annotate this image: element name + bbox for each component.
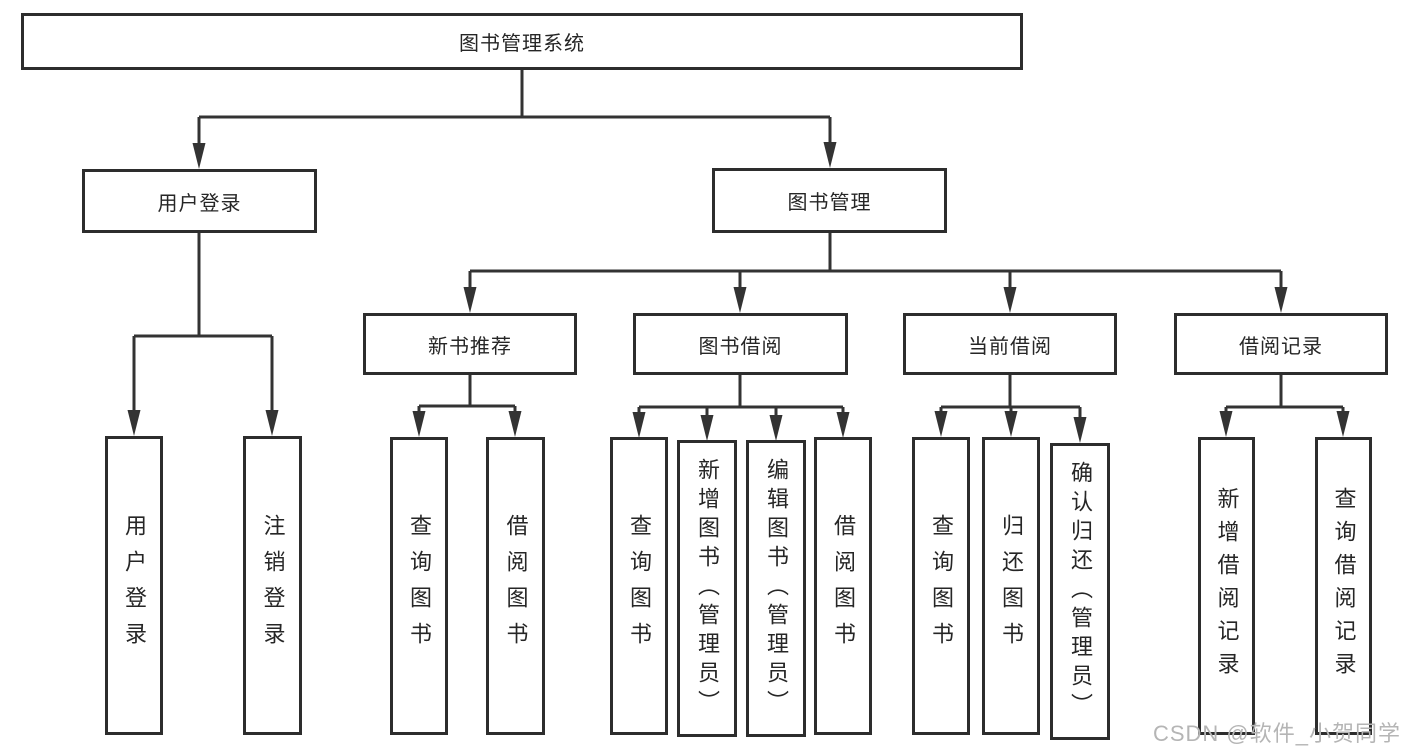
node-current-confirm-return-admin: 确认归还（管理员） — [1050, 443, 1110, 740]
node-recommend-query-books: 查询图书 — [390, 437, 448, 735]
connector-bookborrow-to-children — [632, 375, 850, 441]
node-label: 确认归还（管理员） — [1068, 461, 1093, 722]
node-borrow-add-books-admin: 新增图书（管理员） — [677, 440, 737, 737]
node-borrow-borrow-books: 借阅图书 — [814, 437, 872, 735]
node-book-management: 图书管理 — [712, 168, 947, 233]
node-label: 图书管理 — [787, 192, 872, 214]
node-library-management-system: 图书管理系统 — [21, 13, 1023, 70]
node-label: 用户登录 — [122, 513, 147, 658]
node-user-login-action: 用户登录 — [105, 436, 163, 735]
node-current-borrow: 当前借阅 — [903, 313, 1117, 375]
node-borrow-records: 借阅记录 — [1174, 313, 1388, 375]
node-label: 编辑图书（管理员） — [764, 458, 789, 719]
node-label: 借阅图书 — [503, 514, 529, 658]
node-label: 查询图书 — [407, 514, 432, 658]
connector-records-to-children — [1219, 375, 1350, 437]
watermark: CSDN @软件_小贺同学 — [1152, 721, 1401, 746]
node-borrow-edit-books-admin: 编辑图书（管理员） — [746, 440, 806, 737]
node-label: 借阅记录 — [1239, 335, 1323, 358]
node-label: 借阅图书 — [831, 514, 856, 658]
node-label: 查询图书 — [929, 514, 954, 658]
node-user-login: 用户登录 — [82, 169, 317, 233]
node-label: 新增图书（管理员） — [695, 458, 720, 719]
node-logout-action: 注销登录 — [243, 436, 302, 735]
node-label: 用户登录 — [157, 192, 242, 215]
connector-newbook-to-children — [412, 375, 522, 437]
connector-currentborrow-to-children — [934, 375, 1087, 443]
connector-userlogin-to-children — [127, 233, 279, 436]
node-label: 新书推荐 — [428, 335, 512, 358]
node-label: 归还图书 — [999, 514, 1024, 658]
node-new-book-recommend: 新书推荐 — [363, 313, 577, 375]
node-label: 当前借阅 — [968, 335, 1052, 358]
node-recommend-borrow-books: 借阅图书 — [486, 437, 545, 735]
node-label: 查询借阅记录 — [1331, 487, 1357, 685]
node-label: 注销登录 — [260, 513, 286, 658]
node-label: 查询图书 — [627, 514, 652, 658]
connector-bookmgmt-to-level3 — [463, 233, 1288, 313]
node-records-query-borrow-record: 查询借阅记录 — [1315, 437, 1372, 735]
node-borrow-query-books: 查询图书 — [610, 437, 668, 735]
node-records-add-borrow-record: 新增借阅记录 — [1198, 437, 1255, 735]
node-label: 图书管理系统 — [459, 33, 585, 55]
node-label: 图书借阅 — [698, 335, 783, 358]
node-book-borrow: 图书借阅 — [633, 313, 848, 375]
connector-root-to-level2 — [192, 70, 837, 169]
node-current-return-books: 归还图书 — [982, 437, 1040, 735]
node-current-query-books: 查询图书 — [912, 437, 970, 735]
node-label: 新增借阅记录 — [1214, 487, 1240, 685]
